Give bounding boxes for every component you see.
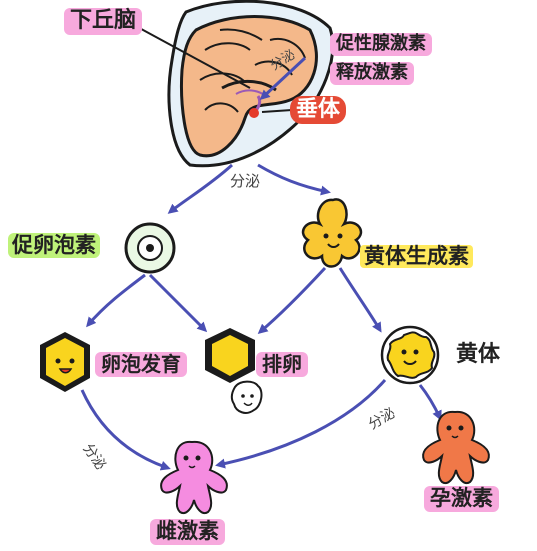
estrogen-label: 雌激素: [150, 519, 225, 545]
progesterone-label: 孕激素: [424, 486, 499, 512]
arrow-corpus-to-progesterone: [418, 384, 442, 421]
pituitary-pointer: [261, 109, 293, 113]
arrow-lh-to-corpus: [338, 267, 382, 333]
pituitary-label: 垂体: [290, 96, 347, 124]
arrow-lh-to-ovulation: [257, 266, 327, 334]
arrow-pituitary-to-lh: [257, 163, 331, 196]
secrete-label-pituitary: 分泌: [230, 172, 261, 190]
hypothalamus-pointer: [131, 23, 251, 89]
gnrh-label-line2: 释放激素: [330, 62, 414, 85]
estrogen-character-icon: [160, 440, 228, 514]
fsh-label: 促卵泡素: [8, 233, 100, 258]
gnrh-label-line1: 促性腺激素: [330, 33, 432, 56]
fsh-cell-icon: [124, 222, 176, 274]
lh-label: 黄体生成素: [360, 245, 473, 268]
brain-illustration: [131, 0, 335, 168]
corpus-luteum-icon: [380, 325, 440, 385]
hypothalamus-label: 下丘脑: [64, 8, 143, 35]
ovulation-label: 排卵: [256, 352, 308, 377]
arrows: [80, 56, 442, 471]
corpus-luteum-label: 黄体: [456, 342, 501, 367]
progesterone-character-icon: [422, 410, 490, 484]
pituitary-gland: [249, 108, 259, 118]
arrow-fsh-to-ovulation: [148, 273, 208, 333]
arrow-fsh-to-follicle: [86, 273, 146, 328]
follicle-hexagon-icon: [40, 332, 90, 392]
lh-star-icon: [301, 198, 363, 268]
arrow-corpus-to-estrogen: [215, 379, 387, 469]
arrow-follicle-to-estrogen: [80, 389, 171, 471]
arrow-pituitary-to-fsh: [167, 163, 234, 214]
follicle-development-label: 卵泡发育: [95, 352, 187, 377]
egg-icon: [230, 380, 263, 414]
arrow-gnrh-to-pituitary: [259, 56, 307, 101]
ovulation-hexagon-icon: [205, 328, 255, 383]
